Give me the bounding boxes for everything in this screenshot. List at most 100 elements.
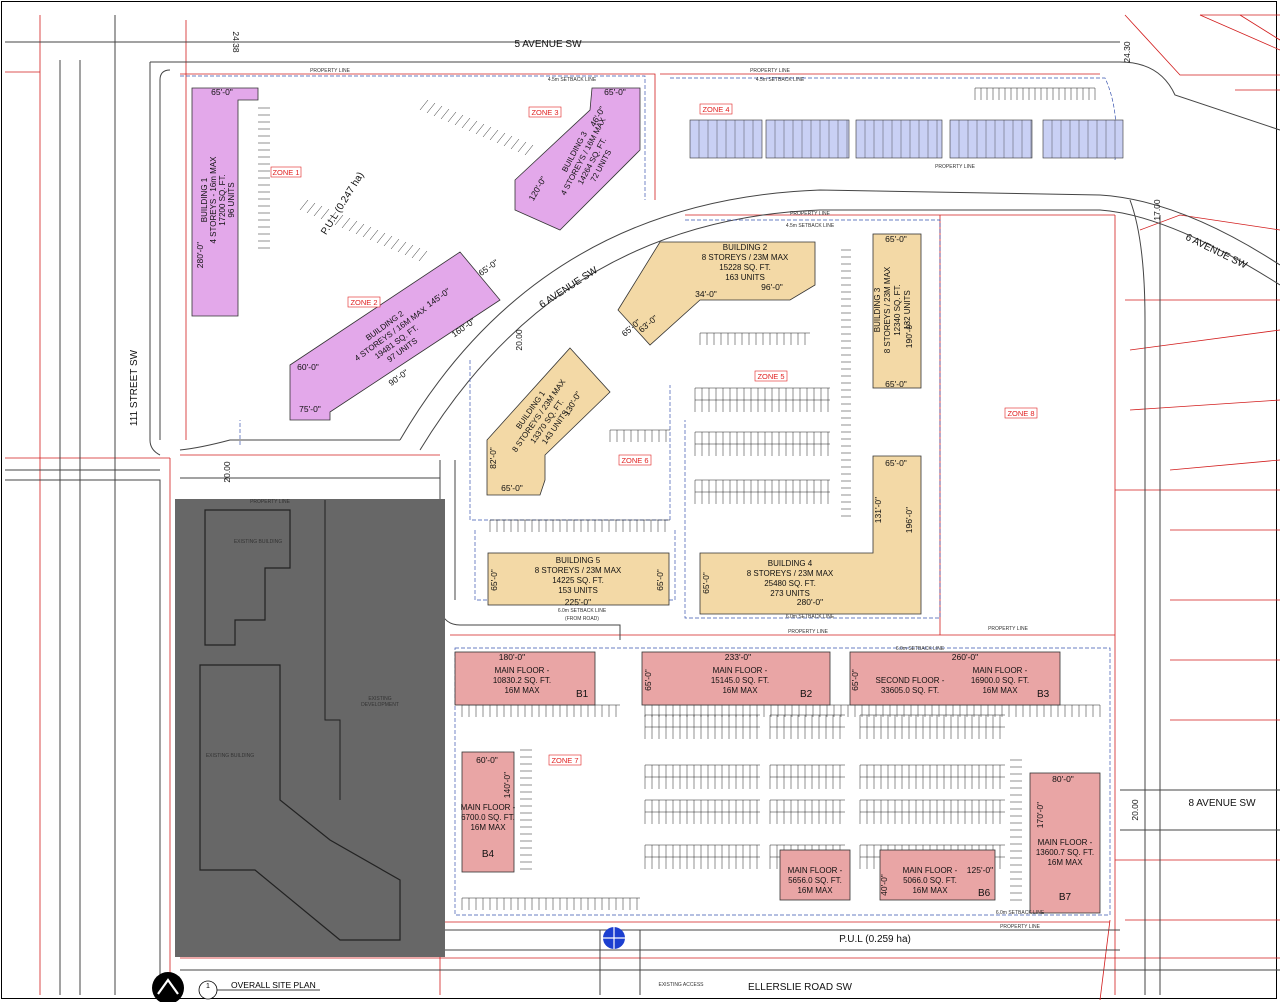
parking-stall-line (475, 123, 485, 135)
parking-stall-line (348, 220, 358, 232)
b1-line1: MAIN FLOOR - (495, 666, 550, 675)
setback-label-5: 6.0m SETBACK LINE (786, 614, 835, 620)
commercial-b7: MAIN FLOOR - 13600.7 SQ. FT. 16M MAX B7 (1029, 772, 1101, 914)
b2-line1: MAIN FLOOR - (713, 666, 768, 675)
parking-stall-line (461, 117, 471, 129)
zone-1-label: ZONE 1 (272, 168, 299, 177)
z5-b2-line2: 8 STOREYS / 23M MAX (702, 253, 789, 262)
b6-line2: 5066.0 SQ. FT. (903, 876, 957, 885)
z1-b1-line2: 4 STOREYS - 16m MAX (209, 156, 218, 244)
z1-b1-line3: 17200 SQ. FT. (218, 174, 227, 226)
b6-tag: B6 (978, 888, 991, 899)
dimension-labels: 65'-0" 280'-0" 46'-0" 120'-0" 65'-0" 60'… (195, 87, 1074, 896)
street-8-avenue: 8 AVENUE SW (1188, 798, 1256, 809)
setback-label-3: 4.5m SETBACK LINE (786, 223, 835, 229)
setback-label-4: 6.0m SETBACK LINE (558, 608, 607, 614)
b5-line1: MAIN FLOOR - (788, 866, 843, 875)
b3a-line1: SECOND FLOOR - (876, 676, 945, 685)
parking-stall-line (482, 126, 492, 138)
z5-b3-line3: 12340 SQ. FT. (893, 284, 902, 336)
z5-b2-line4: 163 UNITS (725, 273, 765, 282)
dim-27: 280'-0" (797, 597, 823, 607)
road-width-3: 17.00 (1152, 199, 1162, 221)
dim-30: 233'-0" (725, 652, 751, 662)
b7-line1: MAIN FLOOR - (1038, 838, 1093, 847)
b6-line3: 16M MAX (912, 886, 948, 895)
parking-stalls (258, 87, 1101, 910)
z5-b5-line3: 14225 SQ. FT. (552, 576, 604, 585)
zone-6-label: ZONE 6 (621, 456, 648, 465)
commercial-b4: MAIN FLOOR - 6700.0 SQ. FT. 16M MAX B4 (461, 751, 516, 873)
z5-b4-line1: BUILDING 4 (768, 559, 813, 568)
zone5-building1: BUILDING 1 8 STOREYS / 23M MAX 13370 SQ.… (486, 347, 611, 496)
existing-building-label-1: EXISTING BUILDING (234, 539, 282, 545)
parking-stall-line (496, 132, 506, 144)
parking-stall-line (433, 105, 443, 117)
b4-tag: B4 (482, 849, 495, 860)
dim-16: 190'-0" (904, 322, 914, 348)
street-111: 111 STREET SW (129, 349, 140, 426)
parking-stall-line (524, 144, 534, 156)
zone5-building3: BUILDING 3 8 STOREYS / 23M MAX 12340 SQ.… (872, 233, 922, 389)
dim-29: 180'-0" (499, 652, 525, 662)
street-ellerslie: ELLERSLIE ROAD SW (748, 982, 852, 993)
b1-line3: 16M MAX (504, 686, 540, 695)
b2-tag: B2 (800, 689, 813, 700)
b2-line2: 15145.0 SQ. FT. (711, 676, 769, 685)
z5-b4-line4: 273 UNITS (770, 589, 810, 598)
z1-b1-line4: 96 UNITS (227, 182, 236, 217)
zone-5-label: ZONE 5 (757, 372, 784, 381)
dim-26: 65'-0" (655, 569, 665, 591)
parking-stall-line (454, 114, 464, 126)
parking-stall-line (383, 235, 393, 247)
property-line-label-3: PROPERTY LINE (250, 499, 290, 505)
parking-stall-line (426, 102, 436, 114)
b6-line1: MAIN FLOOR - (903, 866, 958, 875)
setback-label-2: 4.5m SETBACK LINE (756, 77, 805, 83)
z5-b5-line4: 153 UNITS (558, 586, 598, 595)
zone2-building2: BUILDING 2 4 STOREYS / 16M MAX 19481 SQ.… (289, 251, 501, 421)
road-width-2: 24.30 (1122, 41, 1132, 63)
z5-b3-line1: BUILDING 3 (873, 287, 882, 332)
road-width-5: 20.00 (222, 461, 232, 483)
existing-building-label-2: EXISTING BUILDING (206, 753, 254, 759)
parking-stall-line (355, 223, 365, 235)
parking-stall-line (517, 141, 527, 153)
parking-stall-line (334, 214, 344, 226)
existing-development-area (175, 499, 445, 957)
property-line-label-8: PROPERTY LINE (1000, 924, 1040, 930)
dim-36: 125'-0" (967, 865, 993, 875)
road-width-1: 24.38 (231, 31, 241, 53)
b5-line2: 5656.0 SQ. FT. (788, 876, 842, 885)
b5-line3: 16M MAX (797, 886, 833, 895)
street-6-avenue-center: 6 AVENUE SW (538, 265, 601, 311)
z5-b5-line1: BUILDING 5 (556, 556, 601, 565)
b7-line2: 13600.7 SQ. FT. (1036, 848, 1094, 857)
road-width-6: 20.00 (1130, 799, 1140, 821)
dim-35: 170'-0" (1035, 802, 1045, 828)
parking-stall-line (376, 232, 386, 244)
dim-9: 75'-0" (299, 404, 321, 414)
dim-28: 65'-0" (701, 572, 711, 594)
z5-b5-line2: 8 STOREYS / 23M MAX (535, 566, 622, 575)
setback-label-6: 6.0m SETBACK LINE (896, 646, 945, 652)
parking-stall-line (419, 99, 429, 111)
parking-stall-line (299, 199, 309, 211)
dim-17: 65'-0" (885, 379, 907, 389)
zone3-building3: BUILDING 3 4 STOREYS / 16M MAX 14264 SQ.… (514, 87, 641, 231)
zone4-townhouses (689, 119, 1124, 159)
b1-line2: 10830.2 SQ. FT. (493, 676, 551, 685)
dim-32: 60'-0" (476, 755, 498, 765)
pul-south: P.U.L (0.259 ha) (839, 934, 911, 945)
dim-34: 80'-0" (1052, 774, 1074, 784)
existing-development: EXISTING BUILDING EXISTING BUILDING (175, 499, 445, 957)
setback-road-label: (FROM ROAD) (565, 616, 599, 622)
road-width-4: 20.00 (514, 329, 524, 351)
b7-line3: 16M MAX (1047, 858, 1083, 867)
parking-stall-line (327, 211, 337, 223)
z5-b2-line3: 15228 SQ. FT. (719, 263, 771, 272)
parking-stall-line (468, 120, 478, 132)
title-text: OVERALL SITE PLAN (231, 980, 316, 990)
zone-labels: ZONE 1 ZONE 2 ZONE 3 ZONE 4 ZONE 5 ZONE … (270, 103, 1038, 766)
